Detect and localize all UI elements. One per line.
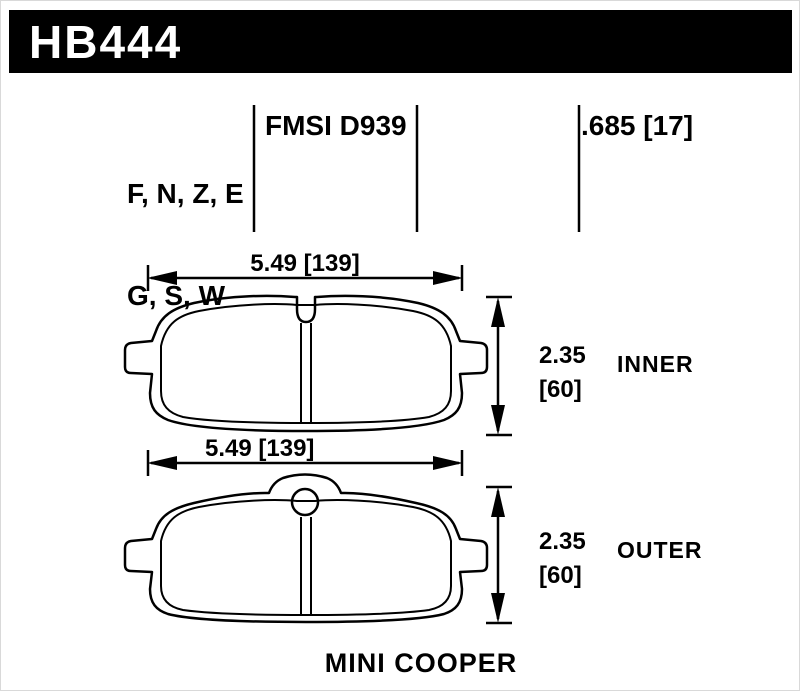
spec-dividers: [252, 105, 581, 232]
compound-codes-line2: G, S, W: [127, 280, 225, 311]
inner-pad-drawing: [123, 294, 489, 433]
compound-codes: F, N, Z, E G, S, W: [127, 109, 244, 381]
inner-view-label: INNER: [617, 351, 694, 377]
part-number: HB444: [29, 15, 183, 68]
inner-width-dimension-label: 5.49 [139]: [250, 250, 360, 277]
outer-view-label: OUTER: [617, 537, 703, 563]
outer-height-dimension-arrow: [486, 485, 512, 625]
inner-height-dimension-arrow: [486, 295, 512, 437]
compound-codes-line1: F, N, Z, E: [127, 178, 244, 209]
outer-width-dimension-arrow: [146, 450, 464, 476]
outer-pad-outline: [123, 473, 489, 624]
outer-width-dimension-label: 5.49 [139]: [205, 435, 315, 462]
vehicle-name: MINI COOPER: [324, 648, 518, 678]
outer-pad-drawing: [123, 473, 489, 624]
header-bar: HB444: [9, 10, 792, 73]
inner-thickness-mm-label: [60]: [539, 376, 582, 403]
fmsi-number: FMSI D939: [265, 110, 407, 141]
inner-width-dimension-arrow: [146, 265, 464, 291]
inner-pad-outline: [123, 294, 489, 433]
outer-pad-friction-outline: [160, 499, 452, 616]
outer-thickness-mm-label: [60]: [539, 562, 582, 589]
inner-thickness-in-label: 2.35: [539, 342, 586, 369]
pad-thickness-spec: .685 [17]: [581, 110, 694, 141]
inner-pad-friction-outline: [160, 303, 452, 424]
outer-thickness-in-label: 2.35: [539, 528, 586, 555]
outer-pad-hole: [290, 487, 320, 517]
